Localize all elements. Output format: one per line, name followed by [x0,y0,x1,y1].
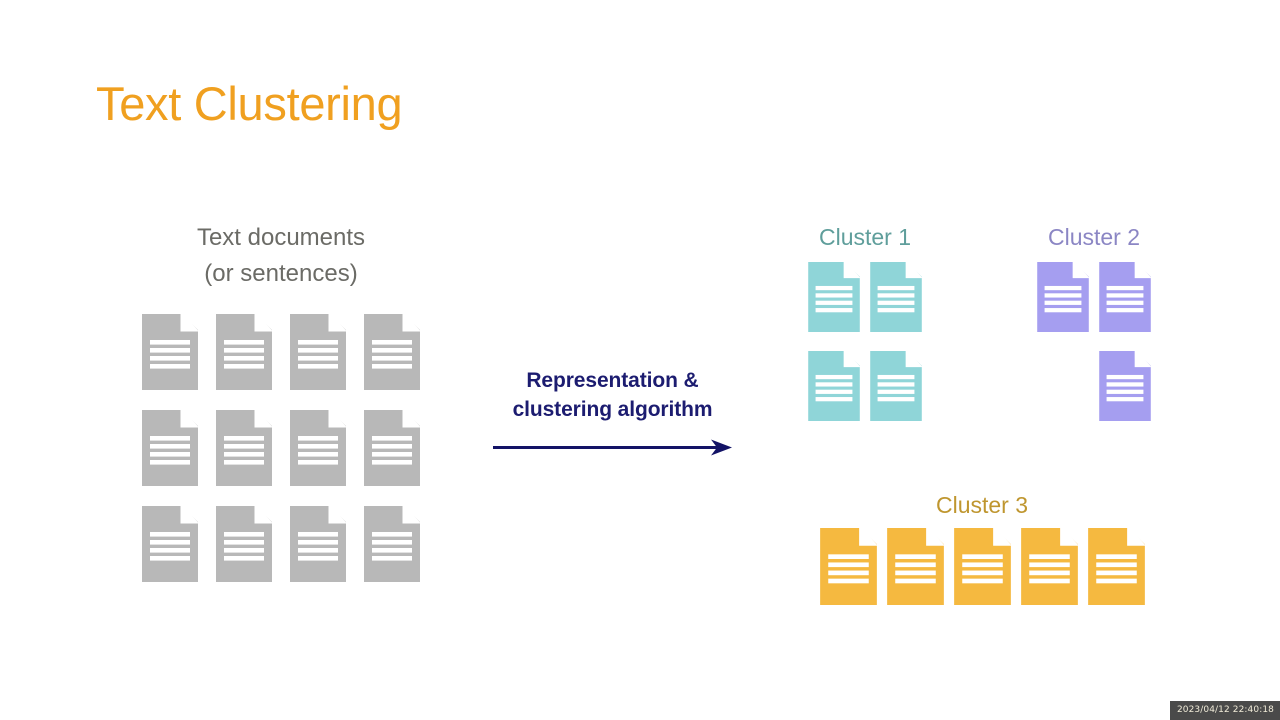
document-icon [142,314,198,390]
cluster-1-document [870,351,922,440]
document-icon [364,506,420,582]
source-document [364,506,420,582]
document-icon [364,410,420,486]
cluster-1-document [808,351,860,440]
cluster-3-title: Cluster 3 [935,492,1029,518]
source-document [216,314,272,390]
cluster-3-document [819,528,877,612]
cluster-2-document [1099,351,1151,440]
recording-timestamp: 2023/04/12 22:40:18 [1169,701,1280,720]
document-icon [1099,351,1151,421]
document-icon [870,351,922,421]
source-document [290,410,346,486]
document-icon [886,528,944,605]
cluster-2-empty-slot [1032,351,1094,440]
document-icon [364,314,420,390]
source-caption-line-1: Text documents [196,224,366,251]
cluster-1-document-grid [795,262,935,440]
document-icon [290,314,346,390]
source-document [142,506,198,582]
transformation-label: Representation & clustering algorithm [470,366,755,424]
document-icon [819,528,877,605]
cluster-3-document [886,528,944,612]
cluster-group-3: Cluster 3 [812,490,1152,612]
right-arrow-icon [492,439,732,456]
cluster-group-1: Cluster 1 [795,222,935,440]
source-document [364,314,420,390]
source-document [290,506,346,582]
source-document [290,314,346,390]
source-document [216,410,272,486]
source-document [364,410,420,486]
cluster-2-document-grid [1024,262,1164,440]
document-icon [870,262,922,332]
transformation-group: Representation & clustering algorithm [470,366,755,456]
document-icon [1087,528,1145,605]
document-icon [216,314,272,390]
cluster-2-document [1037,262,1089,351]
source-caption-line-2: (or sentences) [204,260,358,287]
source-documents-caption: Text documents (or sentences) [96,220,466,292]
page-title: Text Clustering [96,77,403,130]
cluster-3-document [1087,528,1145,612]
document-icon [1037,262,1089,332]
cluster-3-document [953,528,1011,612]
cluster-1-document [808,262,860,351]
cluster-2-document [1099,262,1151,351]
document-icon [1020,528,1078,605]
source-document-grid [96,314,466,602]
document-icon [290,506,346,582]
cluster-3-document-grid [812,528,1152,612]
cluster-2-title: Cluster 2 [1047,224,1141,250]
cluster-group-2: Cluster 2 [1024,222,1164,440]
document-icon [1099,262,1151,332]
document-icon [142,506,198,582]
document-icon [808,351,860,421]
cluster-3-document [1020,528,1078,612]
source-document [216,506,272,582]
document-icon [953,528,1011,605]
document-icon [290,410,346,486]
source-document [142,410,198,486]
transformation-label-line-1: Representation & [526,369,699,392]
cluster-1-document [870,262,922,351]
transformation-label-line-2: clustering algorithm [512,398,713,421]
cluster-1-title: Cluster 1 [818,224,912,250]
document-icon [808,262,860,332]
document-icon [216,506,272,582]
document-icon [216,410,272,486]
source-documents-panel: Text documents (or sentences) [96,220,466,602]
document-icon [142,410,198,486]
arrow-container [470,438,755,456]
source-document [142,314,198,390]
